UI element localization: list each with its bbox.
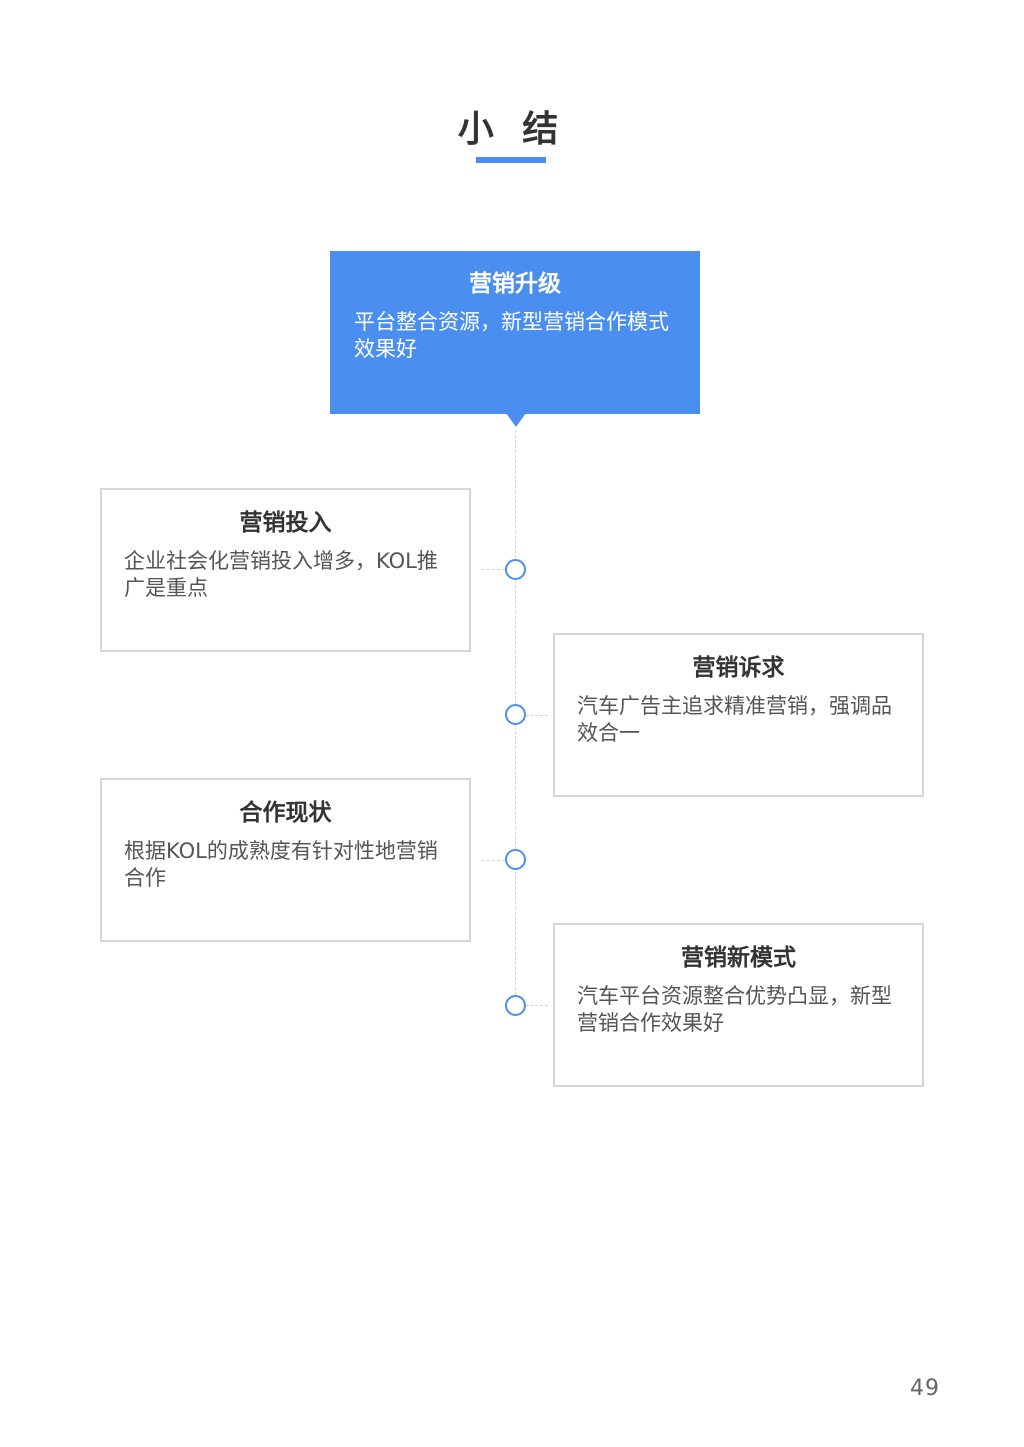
card-marketing-investment: 营销投入 企业社会化营销投入增多，KOL推广是重点 [100, 488, 471, 652]
hero-body: 平台整合资源，新型营销合作模式效果好 [354, 310, 669, 361]
card-body: 汽车广告主追求精准营销，强调品效合一 [577, 694, 892, 745]
card-heading: 营销新模式 [681, 945, 796, 971]
timeline-node [505, 995, 526, 1016]
card-cooperation-status: 合作现状 根据KOL的成熟度有针对性地营销合作 [100, 778, 471, 942]
page-title: 小 结 [457, 109, 567, 150]
timeline-connector [481, 860, 505, 861]
timeline-node [505, 704, 526, 725]
card-marketing-demand: 营销诉求 汽车广告主追求精准营销，强调品效合一 [553, 633, 924, 797]
card-body: 汽车平台资源整合优势凸显，新型营销合作效果好 [577, 984, 892, 1035]
card-heading: 合作现状 [239, 800, 332, 826]
timeline-node [505, 849, 526, 870]
card-heading: 营销投入 [239, 510, 332, 536]
card-body: 根据KOL的成熟度有针对性地营销合作 [124, 839, 438, 890]
hero-box: 营销升级 平台整合资源，新型营销合作模式效果好 [330, 251, 700, 414]
hero-heading: 营销升级 [469, 271, 561, 297]
hero-pointer [506, 413, 526, 427]
card-body: 企业社会化营销投入增多，KOL推广是重点 [124, 549, 438, 600]
timeline-connector [526, 1005, 548, 1006]
card-new-marketing-mode: 营销新模式 汽车平台资源整合优势凸显，新型营销合作效果好 [553, 923, 924, 1087]
timeline-connector [526, 715, 548, 716]
timeline-connector [481, 569, 505, 570]
card-heading: 营销诉求 [692, 655, 785, 681]
timeline-node [505, 559, 526, 580]
page-number: 49 [910, 1376, 940, 1401]
title-underline [476, 157, 546, 163]
